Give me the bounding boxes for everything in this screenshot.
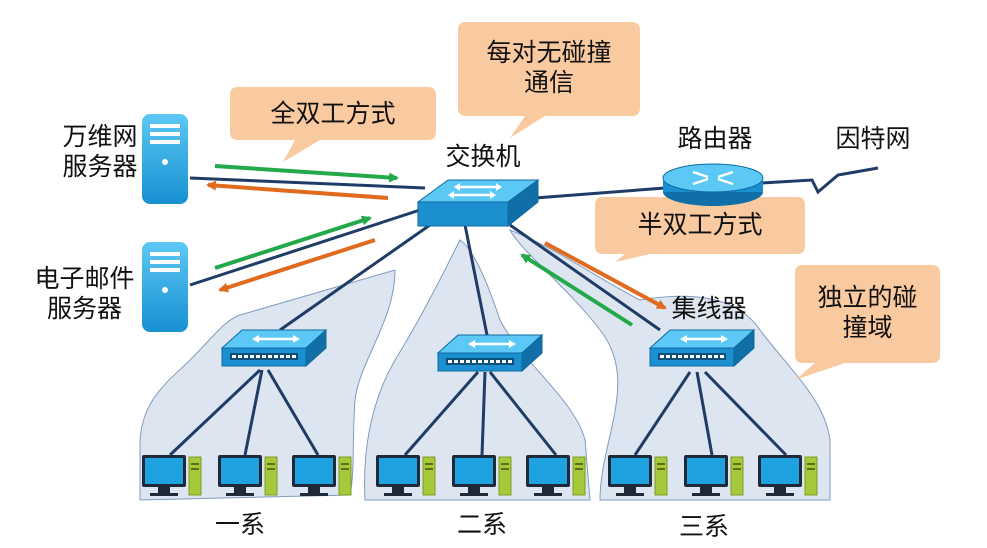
- callout-collision-domain-text: 独立的碰 撞域: [817, 283, 918, 342]
- callout-full-duplex: [230, 87, 436, 162]
- callout-full-duplex-text: 全双工方式: [270, 99, 396, 128]
- dept3-label: 三系: [678, 512, 729, 541]
- switch-icon: [416, 179, 540, 228]
- callout-half-duplex-text: 半双工方式: [637, 210, 763, 239]
- dept2-label: 二系: [456, 510, 507, 539]
- arrow-switch-to-mail: [218, 238, 376, 293]
- mail-server-icon: [142, 242, 188, 332]
- callout-collision-free-text: 每对无碰撞 通信: [486, 38, 612, 97]
- hub-icon-dept2: [436, 333, 544, 373]
- callout-half-duplex: [595, 197, 805, 262]
- mail-server-label: 电子邮件 服务器: [34, 264, 135, 323]
- router-label: 路由器: [677, 124, 753, 153]
- collision-domain-dept1: [139, 269, 396, 501]
- hub-icon-dept1: [220, 328, 328, 368]
- dept1-label: 一系: [214, 510, 265, 539]
- links: [168, 166, 879, 457]
- web-server-label: 万维网 服务器: [62, 122, 138, 181]
- callout-collision-domain: [795, 265, 940, 380]
- web-server-icon: [142, 114, 188, 204]
- arrow-mail-to-switch: [214, 215, 372, 270]
- internet-label: 因特网: [835, 124, 911, 153]
- hub-label: 集线器: [671, 294, 747, 323]
- router-icon: [662, 163, 764, 206]
- switch-label: 交换机: [445, 142, 521, 171]
- hub-icon-dept3: [648, 328, 756, 368]
- arrow-switch-to-hub: [544, 241, 667, 310]
- callout-collision-free: [458, 22, 640, 138]
- arrow-web-to-switch: [214, 164, 399, 183]
- arrow-switch-to-web: [206, 180, 389, 200]
- arrow-hub-to-switch: [520, 253, 634, 327]
